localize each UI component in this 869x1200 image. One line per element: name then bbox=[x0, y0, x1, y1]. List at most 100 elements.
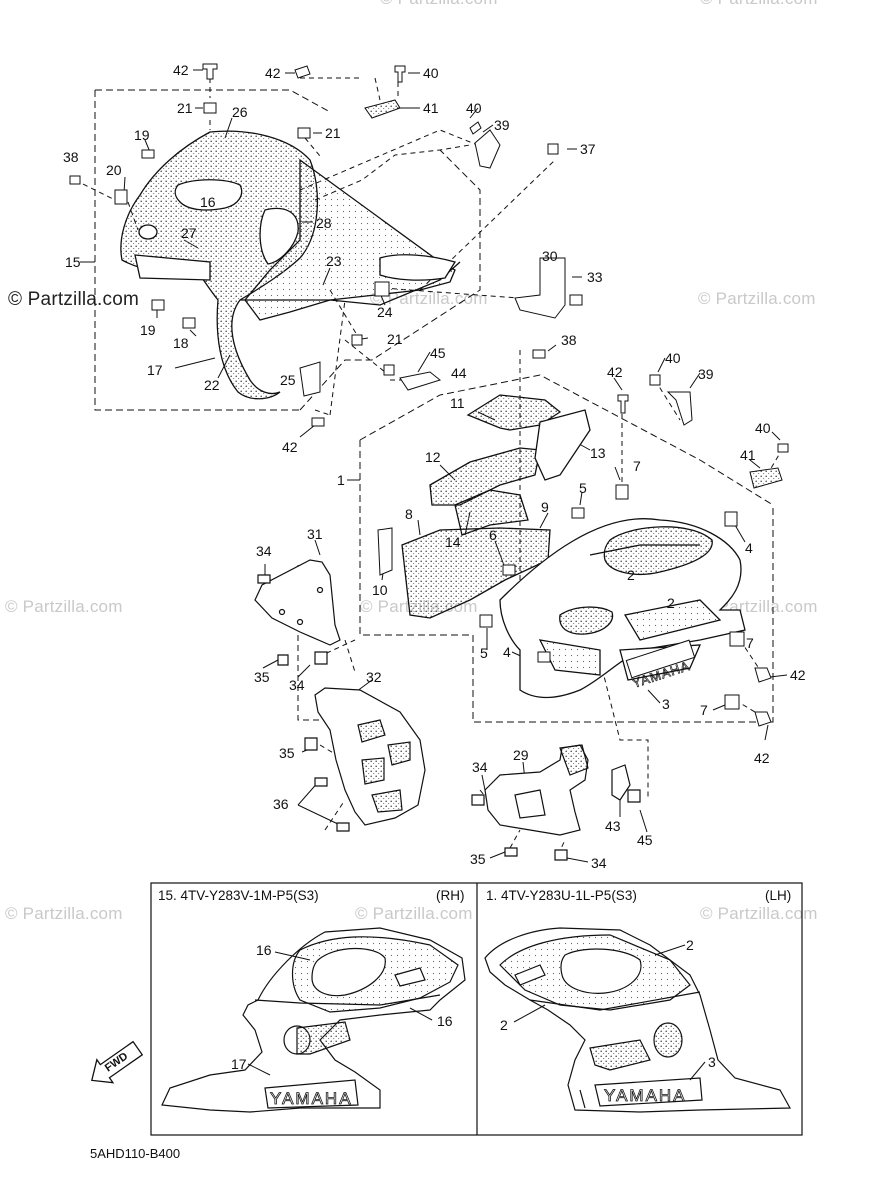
watermark: © Partzilla.com bbox=[698, 289, 816, 308]
part-label: 13 bbox=[590, 445, 606, 461]
inset-rh-heading: 15. 4TV-Y283V-1M-P5(S3) bbox=[158, 888, 319, 903]
inset-callout: 16 bbox=[437, 1013, 453, 1029]
watermark: © Partzilla.com bbox=[700, 0, 818, 9]
part-label: 24 bbox=[377, 304, 393, 320]
panel-32 bbox=[304, 687, 426, 832]
inset-callout: 17 bbox=[231, 1056, 247, 1072]
part-label: 40 bbox=[466, 100, 482, 116]
part-label: 43 bbox=[605, 818, 621, 834]
inset-lh-heading: 1. 4TV-Y283U-1L-P5(S3) bbox=[486, 888, 637, 903]
part-label: 27 bbox=[181, 225, 197, 241]
part-label: 19 bbox=[134, 127, 150, 143]
watermark: © Partzilla.com bbox=[380, 0, 498, 9]
inset-lh-fairing bbox=[484, 927, 792, 1113]
part-label: 23 bbox=[326, 253, 342, 269]
inset-rh-logo-text: YAMAHA bbox=[270, 1089, 353, 1108]
part-label: 37 bbox=[580, 141, 596, 157]
part-label: 42 bbox=[282, 439, 298, 455]
inset-rh-side: (RH) bbox=[436, 888, 465, 903]
part-label: 6 bbox=[489, 527, 497, 543]
watermark: © Partzilla.com bbox=[700, 904, 818, 923]
part-label: 7 bbox=[700, 702, 708, 718]
part-label: 35 bbox=[279, 745, 295, 761]
inset-lh-logo-text: YAMAHA bbox=[604, 1086, 687, 1105]
part-label: 40 bbox=[665, 350, 681, 366]
part-label: 8 bbox=[405, 506, 413, 522]
assembly-boundary-15 bbox=[94, 89, 481, 411]
watermark: © Partzilla.com bbox=[5, 597, 123, 616]
part-label: 21 bbox=[387, 331, 403, 347]
part-label: 34 bbox=[256, 543, 272, 559]
part-label: 19 bbox=[140, 322, 156, 338]
part-label: 25 bbox=[280, 372, 296, 388]
part-label: 38 bbox=[561, 332, 577, 348]
watermark: © Partzilla.com bbox=[5, 904, 123, 923]
part-label: 1 bbox=[337, 472, 345, 488]
part-label: 7 bbox=[633, 458, 641, 474]
part-label: 9 bbox=[541, 499, 549, 515]
hardware-upper bbox=[69, 63, 583, 427]
part-label: 38 bbox=[63, 149, 79, 165]
part-label: 34 bbox=[289, 677, 305, 693]
part-label: 39 bbox=[698, 366, 714, 382]
part-label: 21 bbox=[177, 100, 193, 116]
part-label: 7 bbox=[746, 635, 754, 651]
part-label: 4 bbox=[503, 644, 511, 660]
part-label: 41 bbox=[740, 447, 756, 463]
part-label: 41 bbox=[423, 100, 439, 116]
bracket-29 bbox=[471, 744, 641, 861]
part-label: 15 bbox=[65, 254, 81, 270]
part-label: 44 bbox=[451, 365, 467, 381]
inset-callout: 2 bbox=[500, 1017, 508, 1033]
part-label: 3 bbox=[662, 696, 670, 712]
part-label: 34 bbox=[472, 759, 488, 775]
part-label: 29 bbox=[513, 747, 529, 763]
part-label: 33 bbox=[587, 269, 603, 285]
part-label: 18 bbox=[173, 335, 189, 351]
part-label: 26 bbox=[232, 104, 248, 120]
yamaha-decal bbox=[625, 639, 696, 679]
part-label: 42 bbox=[173, 62, 189, 78]
part-label: 45 bbox=[637, 832, 653, 848]
part-label: 35 bbox=[254, 669, 270, 685]
part-label: 4 bbox=[745, 540, 753, 556]
part-label: 36 bbox=[273, 796, 289, 812]
part-label: 28 bbox=[316, 215, 332, 231]
inset-callout: 2 bbox=[686, 937, 694, 953]
part-label: 42 bbox=[265, 65, 281, 81]
part-label: 20 bbox=[106, 162, 122, 178]
part-label: 39 bbox=[494, 117, 510, 133]
part-label: 40 bbox=[423, 65, 439, 81]
part-label: 5 bbox=[579, 480, 587, 496]
part-label: 14 bbox=[445, 534, 461, 550]
part-label: 34 bbox=[591, 855, 607, 871]
inset-callout: 3 bbox=[708, 1054, 716, 1070]
part-label: 31 bbox=[307, 526, 323, 542]
part-label: 22 bbox=[204, 377, 220, 393]
part-label: 11 bbox=[450, 395, 465, 411]
part-label: 42 bbox=[790, 667, 806, 683]
upper-right-fairing bbox=[120, 130, 461, 400]
inset-lh-side: (LH) bbox=[765, 888, 792, 903]
part-label: 40 bbox=[755, 420, 771, 436]
hardware-lower bbox=[377, 374, 789, 727]
part-label: 35 bbox=[470, 851, 486, 867]
bracket-31 bbox=[254, 559, 341, 666]
part-label: 42 bbox=[754, 750, 770, 766]
part-label: 21 bbox=[325, 125, 341, 141]
part-label: 32 bbox=[366, 669, 382, 685]
diagram-code: 5AHD110-B400 bbox=[90, 1146, 181, 1161]
part-label: 2 bbox=[667, 595, 675, 611]
watermark: © Partzilla.com bbox=[8, 289, 140, 310]
inset-rh-fairing bbox=[161, 927, 466, 1113]
assembly-boundary-1 bbox=[359, 374, 774, 723]
part-label: 5 bbox=[480, 645, 488, 661]
part-label: 12 bbox=[425, 449, 441, 465]
part-label: 30 bbox=[542, 248, 558, 264]
part-label: 10 bbox=[372, 582, 388, 598]
part-label: 45 bbox=[430, 345, 446, 361]
part-label: 2 bbox=[627, 567, 635, 583]
part-label: 42 bbox=[607, 364, 623, 380]
fwd-arrow-icon bbox=[90, 1040, 144, 1084]
